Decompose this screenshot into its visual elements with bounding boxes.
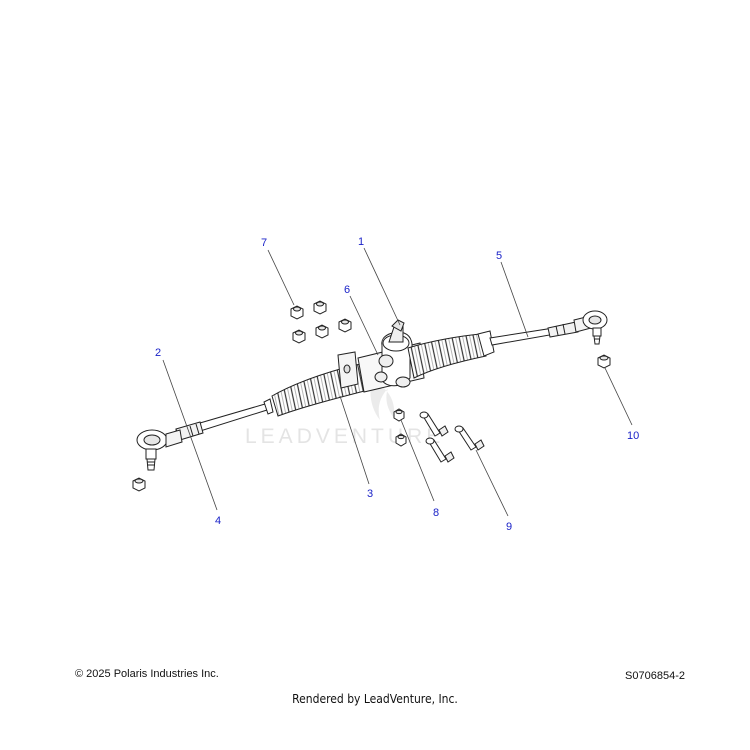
bolt xyxy=(454,425,485,451)
copyright-text: © 2025 Polaris Industries Inc. xyxy=(75,668,219,680)
steering-rack-assembly xyxy=(132,310,611,492)
small-nut xyxy=(393,408,405,422)
leader-line xyxy=(475,449,509,517)
drawing-id: S0706854-2 xyxy=(625,670,685,682)
watermark-text: LEADVENTURE xyxy=(245,425,444,448)
callout-10[interactable]: 10 xyxy=(627,430,639,442)
bolts-group xyxy=(419,411,485,463)
mounting-bracket xyxy=(337,351,359,389)
right-tie-rod xyxy=(489,321,579,346)
leader-line xyxy=(604,367,633,426)
nut xyxy=(290,305,304,320)
right-boot xyxy=(407,330,495,379)
nuts-group xyxy=(290,300,352,344)
nut xyxy=(292,329,306,344)
small-nut xyxy=(395,433,407,447)
callout-4[interactable]: 4 xyxy=(215,515,221,527)
leader-line xyxy=(339,395,370,485)
left-tie-rod-nut xyxy=(132,477,146,492)
left-tie-rod-end xyxy=(136,429,183,471)
callout-9[interactable]: 9 xyxy=(506,521,512,533)
callout-labels: 1 2 3 4 5 6 7 8 9 10 xyxy=(155,236,639,533)
nut xyxy=(338,318,352,333)
nut xyxy=(313,300,327,315)
watermark-logo: LEADVENTURE xyxy=(245,380,444,448)
callout-2[interactable]: 2 xyxy=(155,347,161,359)
bolt xyxy=(425,437,455,463)
bolt xyxy=(419,411,449,437)
callout-3[interactable]: 3 xyxy=(367,488,373,500)
callout-5[interactable]: 5 xyxy=(496,250,502,262)
leader-line xyxy=(400,419,435,502)
callout-7[interactable]: 7 xyxy=(261,237,267,249)
leader-line xyxy=(500,261,529,338)
right-tie-rod-end xyxy=(573,310,608,345)
leader-line xyxy=(162,359,218,511)
rack-housing xyxy=(357,319,425,393)
leader-line xyxy=(349,295,379,356)
callout-1[interactable]: 1 xyxy=(358,236,364,248)
leader-line xyxy=(267,249,295,306)
nut xyxy=(315,324,329,339)
callout-8[interactable]: 8 xyxy=(433,507,439,519)
small-nuts-group xyxy=(393,408,407,447)
leader-lines xyxy=(162,247,633,517)
leader-line xyxy=(363,247,401,326)
rendered-by-text: Rendered by LeadVenture, Inc. xyxy=(292,692,458,706)
right-tie-rod-nut xyxy=(597,354,611,369)
callout-6[interactable]: 6 xyxy=(344,284,350,296)
